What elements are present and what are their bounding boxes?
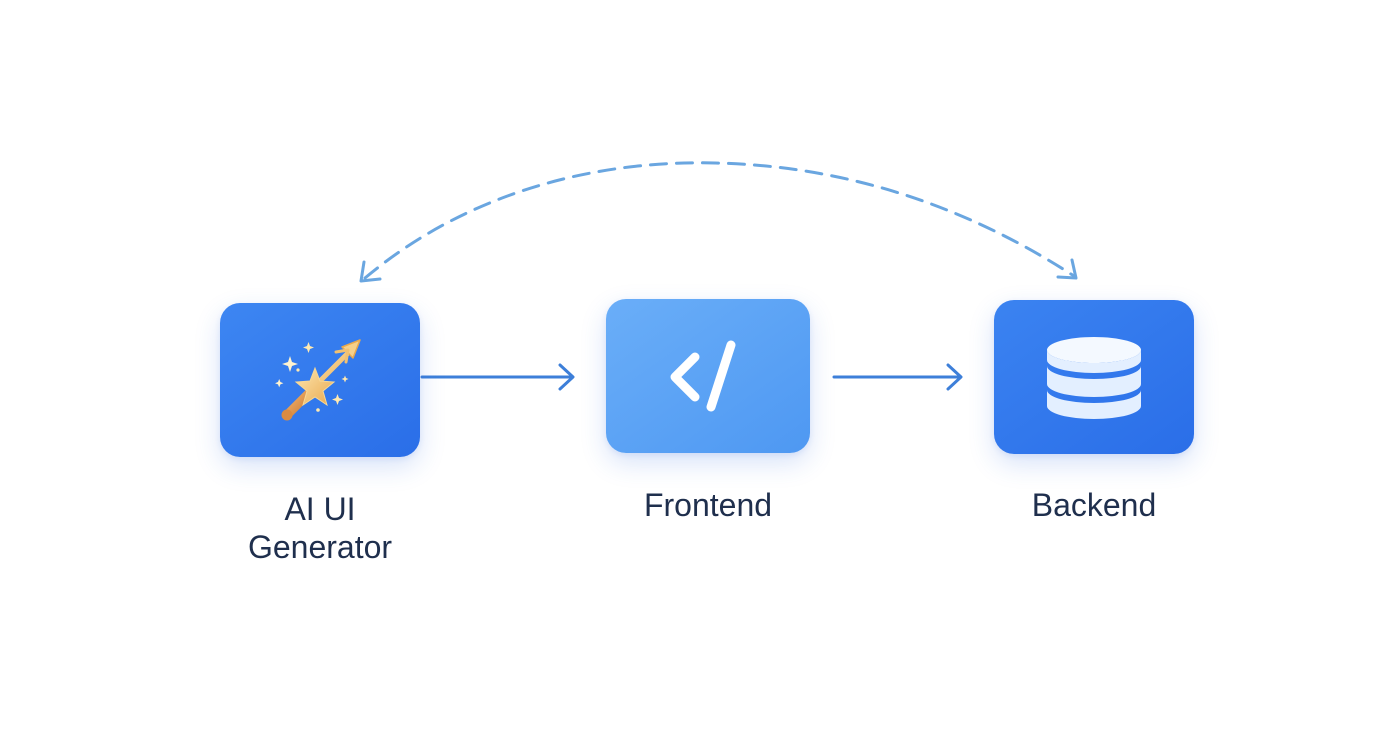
frontend-node[interactable]	[606, 299, 810, 453]
ai-ui-generator-label-line1: AI UI	[284, 491, 356, 527]
ai-ui-generator-label-line2: Generator	[247, 529, 393, 565]
ai-ui-generator-label: AI UI Generator	[220, 490, 420, 566]
backend-node[interactable]	[994, 300, 1194, 454]
database-icon	[1047, 337, 1141, 419]
arrow-frontend-to-backend	[832, 363, 963, 391]
dashed-arc-backend-ai	[359, 161, 1078, 283]
frontend-label: Frontend	[643, 487, 773, 523]
backend-label: Backend	[1031, 487, 1157, 523]
magic-wand-icon	[275, 339, 361, 421]
arrow-ai-to-frontend	[420, 363, 575, 391]
ai-ui-generator-node[interactable]	[220, 303, 420, 457]
code-icon	[670, 340, 736, 412]
